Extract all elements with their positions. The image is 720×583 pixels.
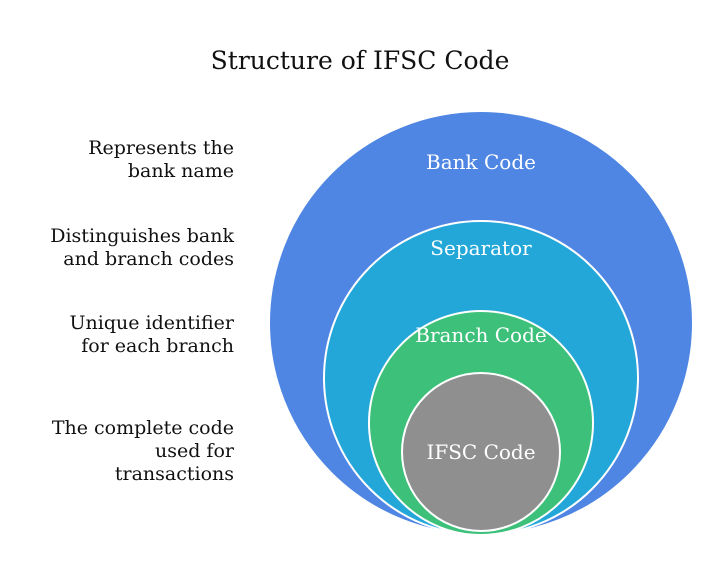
description-line: used for bbox=[155, 440, 234, 462]
description-line: Unique identifier bbox=[69, 312, 234, 334]
description-line: transactions bbox=[114, 463, 234, 485]
description-line: and branch codes bbox=[63, 248, 234, 270]
ifsc-code-circle bbox=[401, 372, 561, 532]
separator-label: Separator bbox=[430, 236, 532, 260]
separator-description: Distinguishes bank and branch codes bbox=[0, 225, 234, 271]
ifsc-code-description: The complete code used for transactions bbox=[0, 417, 234, 486]
description-line: The complete code bbox=[51, 417, 234, 439]
bank-code-description: Represents the bank name bbox=[0, 137, 234, 183]
branch-code-description: Unique identifier for each branch bbox=[0, 312, 234, 358]
diagram-title: Structure of IFSC Code bbox=[210, 46, 510, 75]
description-line: Represents the bbox=[88, 137, 234, 159]
bank-code-label: Bank Code bbox=[426, 150, 536, 174]
description-line: Distinguishes bank bbox=[50, 225, 234, 247]
branch-code-label: Branch Code bbox=[415, 323, 546, 347]
description-line: for each branch bbox=[81, 335, 234, 357]
description-line: bank name bbox=[127, 160, 234, 182]
ifsc-code-label: IFSC Code bbox=[426, 440, 535, 464]
